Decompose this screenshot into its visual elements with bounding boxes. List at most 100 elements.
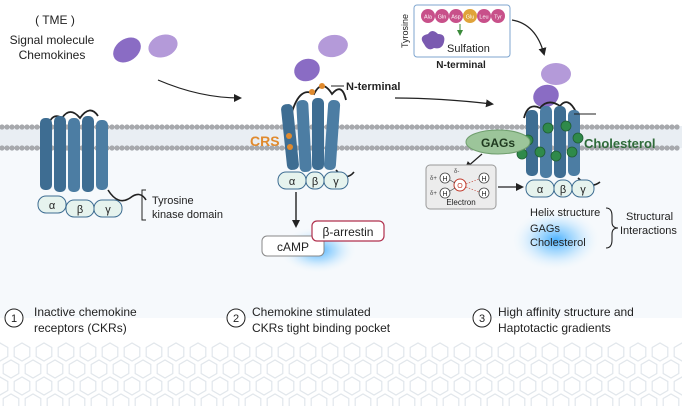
hexagon-cell <box>167 342 185 362</box>
step-2-line1: Chemokine stimulated <box>252 305 371 319</box>
kinase-domain-label: kinase domain <box>152 209 223 221</box>
lipid-head <box>9 124 15 130</box>
lipid-head <box>654 145 660 151</box>
lipid-head <box>339 145 345 151</box>
lipid-head <box>409 124 415 130</box>
hexagon-cell <box>90 393 108 406</box>
hexagon-cell <box>640 359 658 379</box>
hexagon-cell <box>57 342 75 362</box>
hexagon-cell <box>376 393 394 406</box>
n-terminal-label: N-terminal <box>346 81 400 93</box>
lipid-head <box>219 124 225 130</box>
hexagon-cell <box>530 359 548 379</box>
hexagon-cell <box>508 359 526 379</box>
hexagon-cell <box>123 342 141 362</box>
hexagon-cell <box>68 359 86 379</box>
lipid-head <box>139 145 145 151</box>
gags-ellipse <box>465 129 531 155</box>
lipid-head <box>374 145 380 151</box>
hexagon-cell <box>189 342 207 362</box>
lipid-head <box>264 145 270 151</box>
cholesterol-bead <box>566 146 578 158</box>
lipid-head <box>244 145 250 151</box>
hexagon-cell <box>541 376 559 396</box>
lipid-head <box>604 145 610 151</box>
crs-site-1 <box>286 133 292 139</box>
lipid-head <box>239 145 245 151</box>
lipid-head <box>159 124 165 130</box>
hexagon-cell <box>398 359 416 379</box>
lipid-head <box>459 124 465 130</box>
hexagon-cell <box>563 342 581 362</box>
lipid-head <box>649 145 655 151</box>
step-1-number: 1 <box>11 313 17 325</box>
lipid-head <box>259 145 265 151</box>
hexagon-cell <box>651 342 669 362</box>
helix-2d <box>323 100 341 170</box>
lipid-head <box>399 145 405 151</box>
helix-structure-label: Helix structure <box>530 207 600 219</box>
lipid-head <box>199 124 205 130</box>
subunit-gamma-2: γ <box>333 176 339 188</box>
structural-label: Structural <box>626 211 673 223</box>
lipid-head <box>254 145 260 151</box>
lipid-head <box>154 124 160 130</box>
hexagon-cell <box>299 342 317 362</box>
hexagon-cell <box>387 376 405 396</box>
hexagon-cell <box>365 342 383 362</box>
subunits-panel2: α β γ <box>277 171 349 190</box>
lipid-head <box>119 124 125 130</box>
lipid-head <box>174 145 180 151</box>
lipid-head <box>354 124 360 130</box>
lipid-head <box>214 145 220 151</box>
lipid-head <box>359 124 365 130</box>
lipid-head <box>399 124 405 130</box>
hexagon-cell <box>475 376 493 396</box>
hexagon-cell <box>552 359 570 379</box>
cholesterol-bead <box>550 150 562 162</box>
subunit-alpha-1: α <box>49 200 56 212</box>
hexagon-cell <box>673 376 682 396</box>
hexagon-cell <box>629 342 647 362</box>
receptor-3-loops <box>523 101 577 119</box>
atom-o: O <box>457 183 463 190</box>
step-1: 1 Inactive chemokine receptors (CKRs) <box>4 305 137 335</box>
subunit-beta-2: β <box>312 176 318 188</box>
signal-molecule-label: Signal molecule <box>10 33 95 47</box>
lipid-head <box>614 124 620 130</box>
lipid-head <box>434 145 440 151</box>
hexagon-cell <box>123 376 141 396</box>
structure-glow <box>510 208 602 272</box>
helix-1a <box>40 118 52 190</box>
atom-h-1: H <box>442 176 447 183</box>
hexagon-cell <box>112 359 130 379</box>
hexagon-cell <box>310 359 328 379</box>
lipid-head <box>584 124 590 130</box>
lipid-head <box>394 145 400 151</box>
lipid-head <box>454 145 460 151</box>
lipid-head <box>24 124 30 130</box>
helix-2c <box>312 98 324 170</box>
lipid-head <box>234 145 240 151</box>
hexagon-cell <box>453 376 471 396</box>
hexagon-cell <box>255 376 273 396</box>
step-3: 3 High affinity structure and Haptotacti… <box>472 305 634 335</box>
hexagon-cell <box>508 393 526 406</box>
hexagon-cell <box>46 359 64 379</box>
hexagon-cell <box>442 393 460 406</box>
lipid-head <box>669 124 675 130</box>
lipid-head <box>589 145 595 151</box>
hexagon-cell <box>585 376 603 396</box>
lipid-head <box>609 145 615 151</box>
lipid-head <box>109 124 115 130</box>
lipid-head <box>364 145 370 151</box>
lipid-head <box>469 124 475 130</box>
lipid-head <box>669 145 675 151</box>
bound-chemokine-dark <box>294 58 320 82</box>
lipid-head <box>114 124 120 130</box>
hexagon-cell <box>519 342 537 362</box>
hexagon-cell <box>563 376 581 396</box>
lipid-head <box>354 145 360 151</box>
